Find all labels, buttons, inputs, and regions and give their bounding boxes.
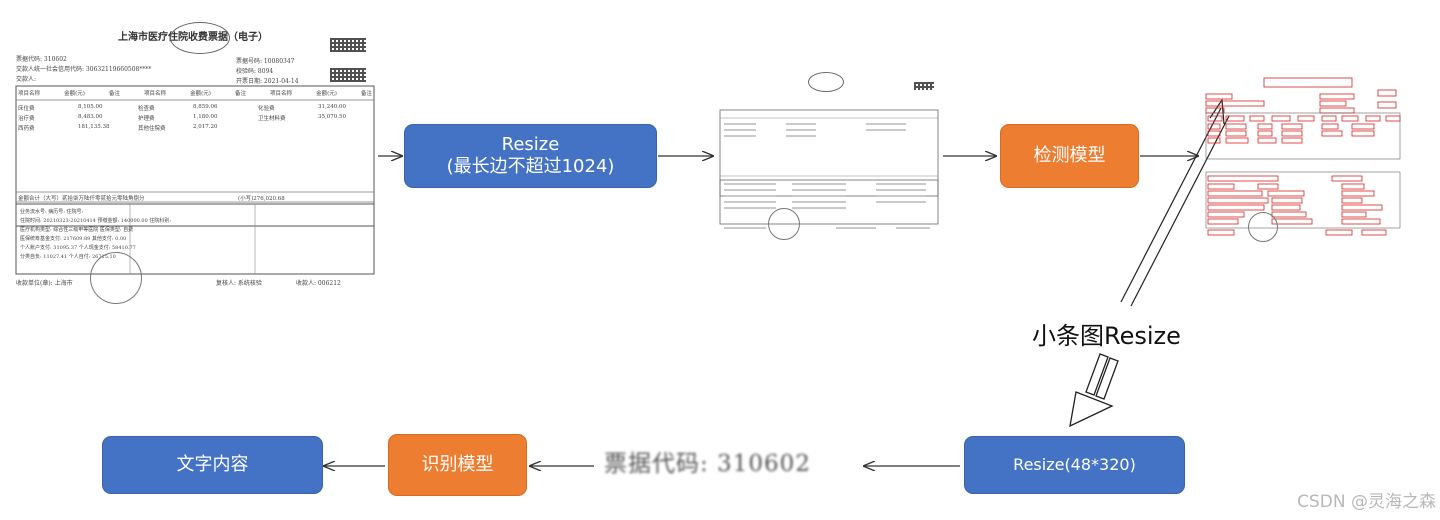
small-strip-resize-label: 小条图Resize <box>1030 316 1183 351</box>
invoice-cell: 8,483.00 <box>78 114 103 120</box>
invoice-header-cell: 项目名称 <box>270 91 293 97</box>
resized-title-seal <box>808 72 844 92</box>
invoice-total-line: 金额合计（大写）贰拾柒万陆仟零贰拾元零陆角捌分 <box>18 196 145 202</box>
recognition-model-label: 识别模型 <box>421 453 494 475</box>
resize-box: Resize (最长边不超过1024) <box>404 124 657 188</box>
invoice-info-line: 个人账户支付: 31095.37 个人现金支付: 58410.77 <box>20 245 136 251</box>
invoice-stamp-circle <box>90 252 142 304</box>
invoice-cell: 8,105.00 <box>78 104 103 110</box>
invoice-footer-mid: 复核人: 系统核验 <box>216 280 262 287</box>
invoice-qr-code-top <box>330 38 366 52</box>
invoice-info-line: 分类自负: 11027.41 个人自付: 26715.10 <box>20 254 116 260</box>
cropped-text-strip: 票据代码: 310602 <box>604 451 811 477</box>
invoice-header-cell: 金额(元) <box>64 91 85 97</box>
invoice-cell: 卫生材料费 <box>258 116 286 122</box>
invoice-header-cell: 项目名称 <box>144 91 167 97</box>
invoice-check-line: 校验码: 8094 <box>236 68 274 75</box>
resized-invoice-lines <box>719 109 939 229</box>
invoice-cell: 1,180.00 <box>193 114 218 120</box>
resize-box-label: Resize <box>501 133 560 155</box>
invoice-cell: 化验费 <box>258 106 275 112</box>
invoice-cell: 8,859.06 <box>193 104 218 110</box>
detection-result-invoice <box>1202 72 1404 242</box>
resized-qr-code <box>914 82 934 90</box>
invoice-info-line: 业务流水号: 病历号: 住院号: <box>20 209 84 215</box>
result-stamp-circle <box>1248 212 1278 242</box>
invoice-cell: 床位费 <box>18 106 35 112</box>
invoice-cell: 西药费 <box>18 126 35 132</box>
invoice-header-cell: 备注 <box>108 91 120 97</box>
invoice-total-small: (小写)276,020.68 <box>238 196 285 202</box>
invoice-header-cell: 备注 <box>234 91 246 97</box>
invoice-qr-code-bottom <box>330 68 366 82</box>
invoice-cell: 其他住院费 <box>138 126 166 132</box>
invoice-info-line: 医疗机构类型: 综合性三级甲等医院 医保类型: 自费 <box>20 227 134 233</box>
resize-box-sublabel: (最长边不超过1024) <box>446 156 615 177</box>
detection-model-label: 检测模型 <box>1033 144 1106 166</box>
invoice-footer-left: 收款单位(章): 上海市 <box>16 280 73 287</box>
invoice-footer-right: 收款人: 006212 <box>296 280 341 287</box>
original-invoice: 上海市医疗住院收费票据（电子） 票据代码: 310602 交款人统一社会信用代码… <box>10 22 380 304</box>
detection-boxes <box>1205 77 1401 236</box>
invoice-cell: 治疗费 <box>18 116 35 122</box>
invoice-header-cell: 金额(元) <box>316 91 337 97</box>
invoice-cell: 检查费 <box>138 106 155 112</box>
invoice-header-row: 项目名称 金额(元) 备注 项目名称 金额(元) 备注 项目名称 金额(元) 备… <box>18 89 372 97</box>
resized-invoice <box>716 72 942 240</box>
resized-stamp-circle <box>768 208 800 240</box>
invoice-cell: 护理费 <box>138 116 155 122</box>
invoice-info-line: 住院时间: 20210323-20210414 预缴金额: 140000.00 … <box>20 218 172 224</box>
watermark: CSDN @灵海之森 <box>1297 492 1436 512</box>
invoice-cell: 35,070.50 <box>318 114 346 120</box>
recognition-model-box: 识别模型 <box>388 434 527 496</box>
text-content-label: 文字内容 <box>176 453 249 475</box>
invoice-cell: 2,017.20 <box>193 124 218 130</box>
detection-model-box: 检测模型 <box>1000 124 1139 188</box>
text-content-box: 文字内容 <box>102 436 323 494</box>
invoice-date-line: 开票日期: 2021-04-14 <box>236 78 299 85</box>
invoice-header-cell: 金额(元) <box>190 91 211 97</box>
invoice-header-cell: 项目名称 <box>18 91 41 97</box>
invoice-title-seal <box>170 22 230 54</box>
invoice-table-lines <box>15 85 375 275</box>
invoice-payee-line: 交款人: <box>16 76 37 83</box>
hollow-arrow-upper <box>1120 98 1230 307</box>
resize-48-320-label: Resize(48*320) <box>1013 455 1136 474</box>
invoice-info-line: 医保统筹基金支付: 217609.89 其他支付: 0.00 <box>20 236 127 242</box>
invoice-cell: 181,135.38 <box>78 124 110 130</box>
invoice-cell: 31,240.00 <box>318 104 346 110</box>
invoice-header-cell: 备注 <box>360 91 372 97</box>
hollow-arrow-lower <box>1069 353 1119 428</box>
resize-48-320-box: Resize(48*320) <box>964 436 1185 494</box>
invoice-code-line: 票据代码: 310602 <box>16 56 67 63</box>
invoice-number-line: 票据号码: 10080347 <box>236 58 295 65</box>
invoice-payer-line: 交款人统一社会信用代码: 30632119660508**** <box>16 66 152 73</box>
